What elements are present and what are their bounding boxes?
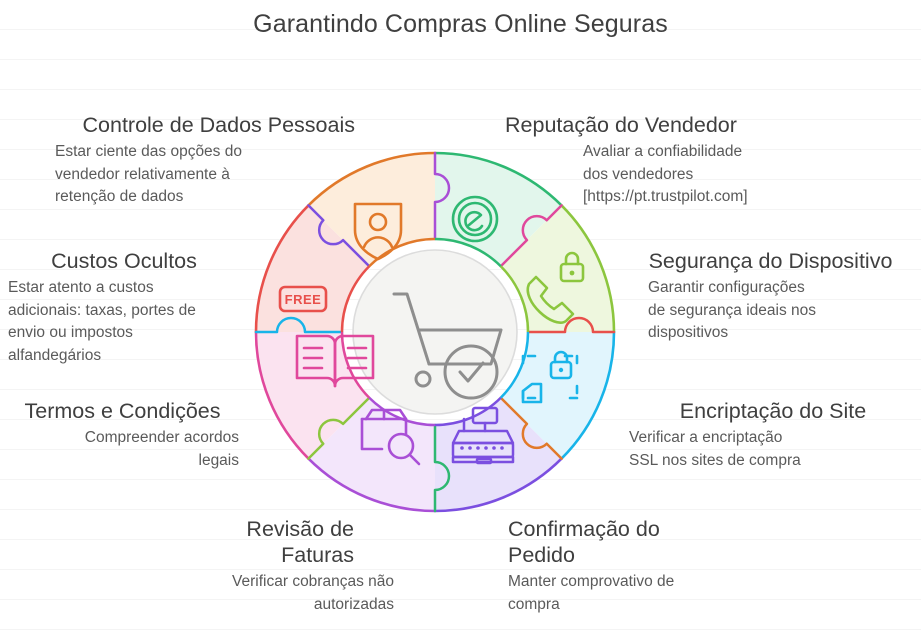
desc-line: Manter comprovativo de (508, 573, 675, 591)
arc-faturas (307, 457, 437, 513)
title-line: Pedido (508, 543, 575, 568)
desc-line: Verificar cobranças não (232, 573, 394, 591)
divider-225 (499, 204, 563, 268)
desc-line: legais (198, 451, 240, 469)
desc-line: vendedor relativamente à (55, 165, 230, 183)
inner-arc-encriptacao (499, 331, 530, 399)
segment-title-confirmacao: Confirmação do Pedido (508, 516, 768, 568)
segment-desc-custos: Estar atento a custos adicionais: taxas,… (0, 277, 248, 368)
inner-arc-dispositivo (499, 265, 530, 333)
open-book-icon (295, 334, 375, 388)
segment-desc-reputacao: Avaliar a confiabilidade dos vendedores … (505, 141, 921, 209)
divider-90 (254, 316, 344, 334)
segment-desc-faturas: Verificar cobranças não autorizadas (148, 571, 398, 616)
desc-line: autorizadas (313, 596, 394, 614)
segment-desc-encriptacao: Verificar a encriptação SSL nos sites de… (625, 427, 921, 472)
shield-user-icon (353, 202, 403, 261)
desc-line: SSL nos sites de compra (629, 451, 801, 469)
segment-label-confirmacao: Confirmação do Pedido Manter comprovativ… (508, 516, 768, 617)
desc-line-url: [https://pt.trustpilot.com] (583, 188, 748, 206)
free-badge-icon: FREE (278, 285, 328, 313)
divider-135 (307, 204, 371, 268)
inner-arc-confirmacao (434, 396, 502, 427)
segment-label-termos: Termos e Condições Compreender acordos l… (0, 398, 245, 472)
segment-title-dados: Controle de Dados Pessoais (82, 113, 356, 137)
desc-line: dos vendedores (583, 165, 694, 183)
desc-line: dispositivos (648, 324, 729, 342)
shopping-cart-check-icon (392, 292, 503, 400)
divider-45 (307, 396, 371, 460)
divider-270 (526, 316, 616, 334)
desc-line: envio ou impostos (8, 324, 133, 342)
arc-dados (307, 151, 437, 207)
title-line: Confirmação do (508, 517, 660, 541)
segment-title-termos: Termos e Condições (24, 399, 221, 423)
segment-title-custos: Custos Ocultos (51, 249, 197, 273)
desc-line: alfandegários (8, 347, 102, 365)
arc-termos (254, 330, 310, 460)
segment-title-encriptacao: Encriptação do Site (679, 399, 867, 423)
segment-desc-termos: Compreender acordos legais (0, 427, 245, 472)
segment-title-dispositivo: Segurança do Dispositivo (648, 249, 893, 273)
arc-dispositivo (560, 204, 616, 334)
desc-line: compra (508, 596, 560, 614)
divider-top (433, 423, 451, 513)
segment-desc-dados: Estar ciente das opções do vendedor rela… (0, 141, 363, 209)
arc-confirmacao (433, 457, 563, 513)
desc-line: de segurança ideais nos (648, 301, 817, 319)
cash-register-icon (451, 406, 515, 465)
segment-label-reputacao: Reputação do Vendedor Avaliar a confiabi… (505, 112, 921, 209)
title-line: Faturas (281, 543, 354, 568)
arc-reputacao (433, 151, 563, 207)
svg-text:FREE: FREE (285, 292, 322, 307)
wheel-jigsaw-dividers (254, 151, 616, 513)
segment-label-custos: Custos Ocultos Estar atento a custos adi… (0, 248, 248, 368)
desc-line: Estar ciente das opções do (55, 143, 242, 161)
divider-315 (499, 396, 563, 460)
page-title: Garantindo Compras Online Seguras (253, 10, 668, 38)
wheel-inner-arcs (340, 237, 530, 427)
file-lock-encryption-icon (521, 350, 579, 404)
segment-desc-dispositivo: Garantir configurações de segurança idea… (620, 277, 921, 345)
arc-custos (254, 204, 310, 334)
desc-line: retenção de dados (55, 188, 184, 206)
desc-line: Avaliar a confiabilidade (583, 143, 743, 161)
wheel-outer-arcs (254, 151, 616, 513)
e-reputation-icon (451, 195, 499, 243)
desc-line: Compreender acordos (84, 429, 239, 447)
segment-desc-confirmacao: Manter comprovativo de compra (508, 571, 768, 616)
phone-lock-icon (526, 251, 585, 324)
inner-arc-custos (340, 265, 371, 333)
segment-title-reputacao: Reputação do Vendedor (505, 113, 737, 137)
segment-label-dispositivo: Segurança do Dispositivo Garantir config… (620, 248, 921, 345)
box-search-icon (360, 408, 421, 466)
title-line: Revisão de (246, 517, 354, 541)
segment-label-encriptacao: Encriptação do Site Verificar a encripta… (625, 398, 921, 472)
puzzle-wheel-diagram: FREE (249, 146, 621, 518)
desc-line: Verificar a encriptação (629, 429, 783, 447)
arc-encriptacao (560, 330, 616, 460)
desc-line: adicionais: taxas, portes de (8, 301, 196, 319)
desc-line: Garantir configurações (648, 279, 805, 297)
segment-label-faturas: Revisão de Faturas Verificar cobranças n… (148, 516, 398, 617)
desc-line: Estar atento a custos (8, 279, 154, 297)
inner-arc-dados (368, 237, 436, 268)
segment-label-dados: Controle de Dados Pessoais Estar ciente … (0, 112, 363, 209)
divider-180 (433, 151, 451, 241)
inner-arc-reputacao (434, 237, 502, 268)
center-circle (352, 249, 518, 415)
segment-title-faturas: Revisão de Faturas (148, 516, 398, 568)
